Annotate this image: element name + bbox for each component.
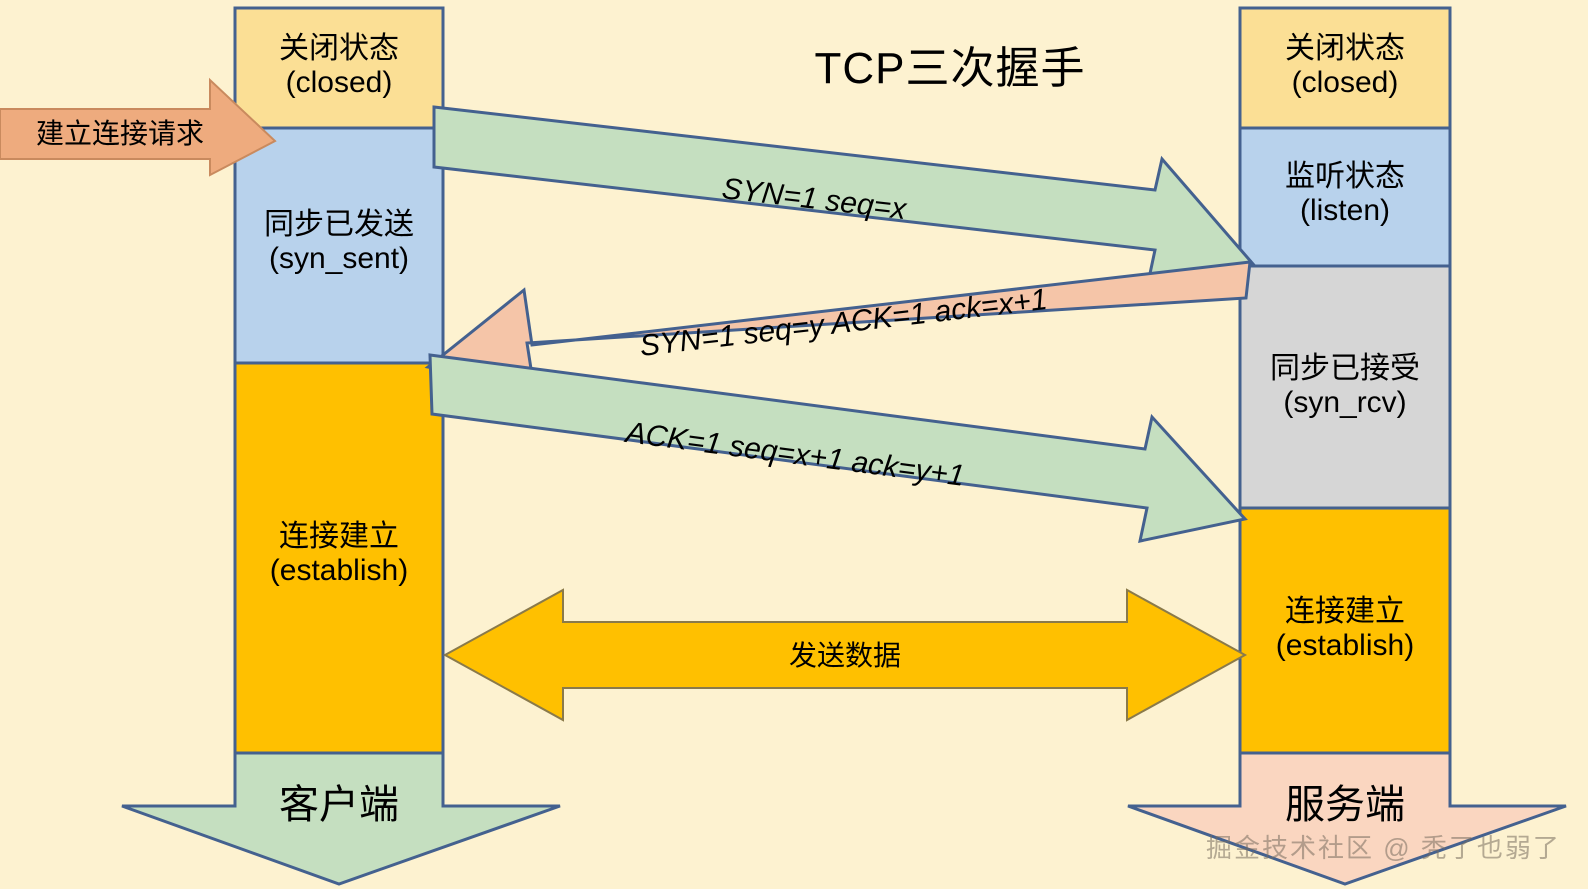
client-state-closed — [233, 6, 445, 130]
client-column — [233, 6, 445, 755]
message-arrow-2 — [424, 260, 1252, 390]
client-state-establish — [233, 361, 445, 755]
server-state-establish — [1238, 506, 1452, 755]
server-endpoint-arrow — [1127, 751, 1567, 886]
client-endpoint-arrow — [121, 751, 561, 886]
server-state-listen — [1238, 126, 1452, 268]
client-state-syn-sent — [233, 126, 445, 365]
message-arrow-1 — [432, 105, 1256, 285]
server-state-closed — [1238, 6, 1452, 130]
server-state-syn-rcv — [1238, 264, 1452, 510]
data-transfer-arrow — [442, 588, 1248, 722]
establish-connection-request-arrow — [0, 77, 277, 177]
server-column — [1238, 6, 1452, 755]
message-arrow-3 — [428, 353, 1248, 543]
